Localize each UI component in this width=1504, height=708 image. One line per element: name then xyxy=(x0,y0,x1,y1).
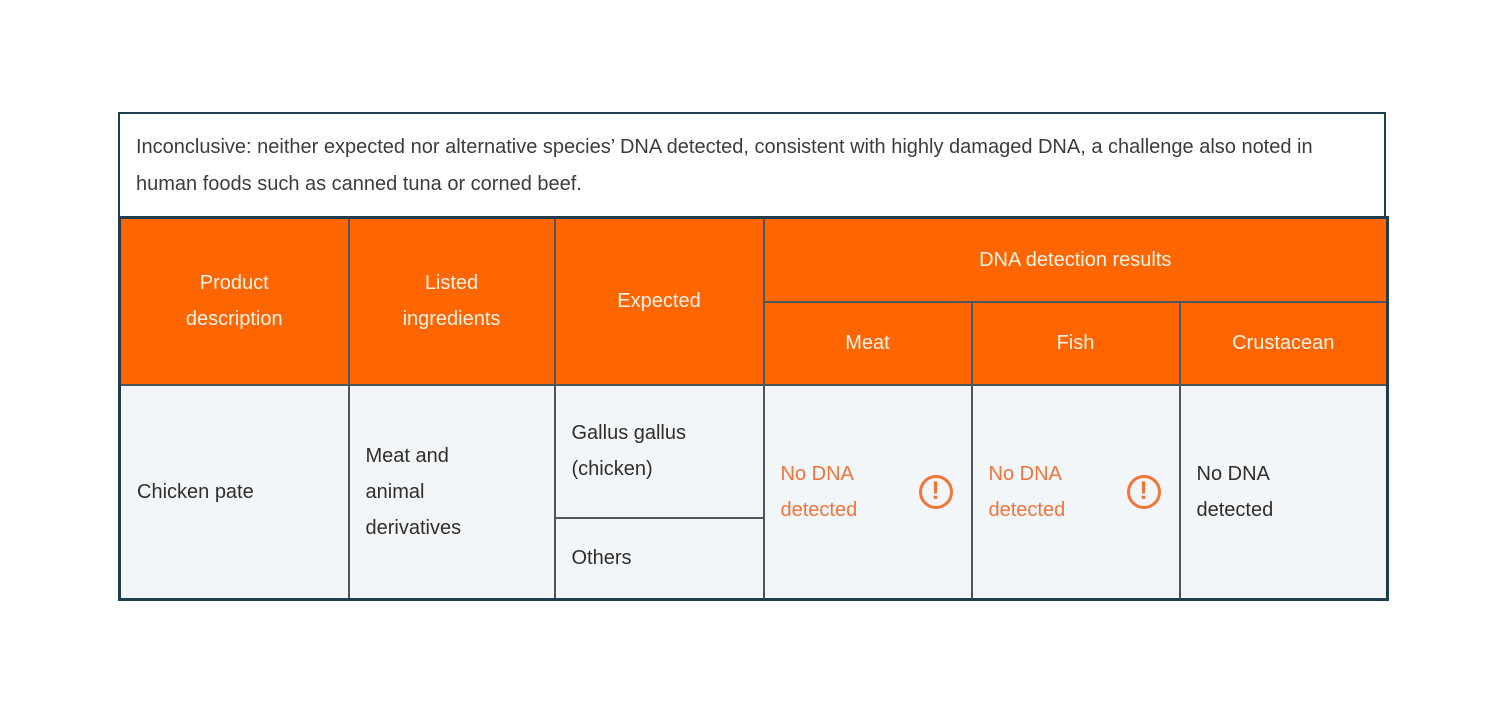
cell-result-meat: No DNA detected ! xyxy=(762,383,973,601)
result-fish: No DNA detected ! xyxy=(989,456,1167,528)
col-header-fish: Fish xyxy=(970,300,1181,386)
col-header-crustacean: Crustacean xyxy=(1178,300,1389,386)
result-crustacean: No DNA detected xyxy=(1197,456,1375,528)
inconclusive-note: Inconclusive: neither expected nor alter… xyxy=(118,112,1386,218)
alert-icon: ! xyxy=(1126,474,1161,509)
result-fish-text: No DNA detected xyxy=(988,462,1066,521)
col-header-meat: Meat xyxy=(762,300,973,386)
col-header-dna-detection-results: DNA detection results xyxy=(762,216,1389,303)
col-header-meat-label: Meat xyxy=(845,332,890,354)
cell-listed-ingredients: Meat and animal derivatives xyxy=(347,383,556,601)
col-header-expected: Expected xyxy=(553,216,765,386)
inconclusive-note-text: Inconclusive: neither expected nor alter… xyxy=(136,136,1313,195)
result-meat: No DNA detected ! xyxy=(781,456,959,528)
cell-expected-others: Others xyxy=(553,516,765,601)
col-header-crustacean-label: Crustacean xyxy=(1232,332,1335,354)
col-header-listed-ingredients: Listed ingredients xyxy=(347,216,556,386)
alert-icon: ! xyxy=(918,474,953,509)
dna-results-table: Product description Listed ingredients E… xyxy=(118,216,1390,601)
col-header-fish-label: Fish xyxy=(1056,332,1095,354)
col-header-listed-ingredients-label: Listed ingredients xyxy=(402,272,501,331)
expected-primary-value: Gallus gallus (chicken) xyxy=(571,422,687,480)
col-header-dna-detection-results-label: DNA detection results xyxy=(979,248,1172,271)
col-header-product-description: Product description xyxy=(118,216,350,386)
listed-ingredients-value: Meat and animal derivatives xyxy=(365,444,462,539)
cell-result-crustacean: No DNA detected xyxy=(1178,383,1389,601)
cell-result-fish: No DNA detected ! xyxy=(970,383,1181,601)
col-header-product-description-label: Product description xyxy=(185,272,283,331)
cell-product-description: Chicken pate xyxy=(118,383,350,601)
result-meat-text: No DNA detected xyxy=(780,462,858,521)
col-header-expected-label: Expected xyxy=(617,290,701,313)
cell-expected-primary: Gallus gallus (chicken) xyxy=(553,383,765,519)
report-fragment: Inconclusive: neither expected nor alter… xyxy=(118,112,1390,601)
expected-secondary-value: Others xyxy=(571,547,632,570)
product-description-value: Chicken pate xyxy=(137,480,254,503)
result-crustacean-text: No DNA detected xyxy=(1196,462,1274,521)
